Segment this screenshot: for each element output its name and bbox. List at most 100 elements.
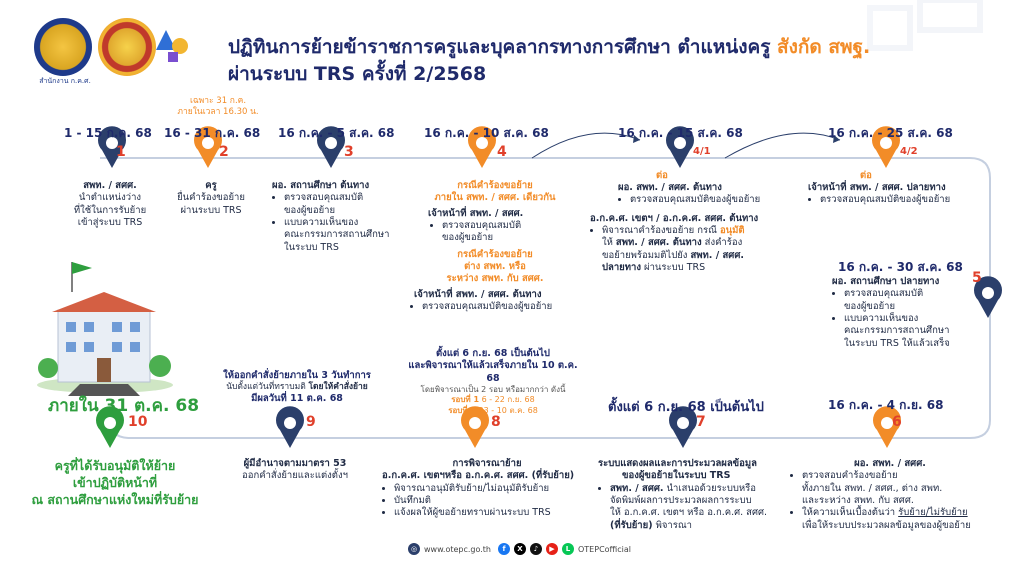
step-4-case1-head: เจ้าหน้าที่ สพท. / สศศ. [428, 207, 524, 219]
step-4-1-item-2-g: ปลายทาง [602, 262, 641, 274]
tiktok-icon[interactable]: ♪ [530, 543, 542, 555]
step-6-item-1: ตรวจสอบคำร้องขอย้าย ทั้งภายใน สพท. / สศศ… [802, 470, 990, 507]
arrow-4-to-4-1 [531, 132, 641, 159]
pin-4-2-icon [872, 126, 900, 168]
step-9-number: 9 [306, 414, 316, 430]
step-8-top: ตั้งแต่ 6 ก.ย. 68 เป็นต้นไป และพิจารณาให… [408, 348, 578, 416]
website-link[interactable]: www.otepc.go.th [424, 544, 491, 554]
step-5-block: ผอ. สถานศึกษา ปลายทาง ตรวจสอบคุณสมบัติ ข… [832, 276, 972, 350]
step-7-head-1: ระบบแสดงผลและการประมวลผลข้อมูล [598, 458, 757, 469]
step-7-date: ตั้งแต่ 6 ก.ย. 68 เป็นต้นไป [608, 400, 764, 415]
step-4-1-item-2-e: ขอย้ายพร้อมมติไปยัง [602, 249, 691, 261]
step-4-case2-l3: ระหว่าง สพท. กับ สศศ. [446, 273, 544, 285]
step-4-1-head-2: อ.ก.ค.ศ. เขตฯ / อ.ก.ค.ศ. สศศ. ต้นทาง [590, 212, 759, 224]
step-2-body: ยื่นคำร้องขอย้าย ผ่านระบบ TRS [177, 192, 245, 216]
step-4-2-head: เจ้าหน้าที่ สพท. / สศศ. ปลายทาง [808, 182, 946, 193]
step-4-case1-l1: กรณีคำร้องขอย้าย [457, 180, 533, 191]
school-illustration-icon [37, 262, 173, 396]
line-icon[interactable]: L [562, 543, 574, 555]
step-10-block: ครูที่ได้รับอนุมัติให้ย้าย เข้าปฏิบัติหน… [20, 458, 210, 509]
step-7-item-1-c: (ที่รับย้าย) [610, 519, 653, 531]
step-9-top-2-a: นับตั้งแต่วันที่ทราบมติ [226, 382, 309, 393]
arrow-4-1-to-4-2 [724, 132, 841, 159]
step-10-line-2: เข้าปฏิบัติหน้าที่ [72, 474, 158, 490]
moe-logo-icon [98, 18, 156, 76]
step-6-item-2-a: ให้ความเห็นเบื้องต้นว่า [802, 507, 899, 519]
step-8-item-3: แจ้งผลให้ผู้ขอย้ายทราบผ่านระบบ TRS [394, 507, 592, 519]
step-8-top-1: ตั้งแต่ 6 ก.ย. 68 เป็นต้นไป [436, 348, 550, 359]
social-handle[interactable]: OTEPCofficial [578, 544, 632, 554]
step-4-date: 16 ก.ค. - 10 ส.ค. 68 [424, 126, 549, 140]
step-4-2-block: เจ้าหน้าที่ สพท. / สศศ. ปลายทาง ตรวจสอบค… [808, 182, 988, 207]
step-3-date: 16 ก.ค. - 5 ส.ค. 68 [278, 126, 395, 140]
step-6-block: ผอ. สพท. / สศศ. ตรวจสอบคำร้องขอย้าย ทั้ง… [790, 458, 990, 532]
step-3-number: 3 [344, 144, 354, 160]
step-4-case2-head: เจ้าหน้าที่ สพท. / สศศ. ต้นทาง [414, 288, 542, 300]
step-2-head: ครู [205, 180, 217, 191]
pin-7-icon [669, 406, 697, 448]
step-2-date: 16 - 31 ก.ค. 68 [164, 126, 261, 140]
step-5-item-2: แบบความเห็นของ คณะกรรมการสถานศึกษา ในระบ… [844, 313, 972, 350]
step-1-body: นำตำแหน่งว่าง ที่ใช้ในการรับย้าย เข้าสู่… [73, 192, 147, 229]
ocsc-logo-icon [34, 18, 92, 76]
step-4-1-item-2-b: ให้ [602, 237, 616, 249]
step-4-2-tag: ต่อ [860, 170, 872, 181]
step-4-1-block: ผอ. สพท. / สศศ. ต้นทาง ตรวจสอบคุณสมบัติข… [590, 182, 780, 274]
step-9-top-3: มีผลวันที่ 11 ต.ค. 68 [251, 393, 343, 405]
step-8-item-1: พิจารณาอนุมัติรับย้าย/ไม่อนุมัติรับย้าย [394, 483, 592, 495]
youtube-icon[interactable]: ▶ [546, 543, 558, 555]
pin-4-icon [468, 126, 497, 168]
decor-shapes [867, 0, 983, 51]
pin-4-1-icon [666, 126, 694, 168]
org-caption: สำนักงาน ก.ค.ศ. [39, 77, 91, 85]
step-3-head: ผอ. สถานศึกษา ต้นทาง [272, 180, 370, 191]
step-4-1-item-2-a: พิจารณาคำร้องขอย้าย กรณี [602, 225, 720, 237]
step-8-number: 8 [491, 414, 501, 430]
step-4-1-tag: ต่อ [656, 170, 668, 181]
step-9-block: ผู้มีอำนาจตามมาตรา 53 ออกคำสั่งย้ายและแต… [220, 458, 370, 483]
step-5-number: 5 [972, 270, 982, 286]
step-5-head: ผอ. สถานศึกษา ปลายทาง [832, 276, 940, 287]
step-4-1-date: 16 ก.ค. - 15 ส.ค. 68 [618, 126, 743, 140]
step-10-line-3: ณ สถานศึกษาแห่งใหม่ที่รับย้าย [31, 491, 199, 507]
step-8-round-1-value: 6 - 22 ก.ย. 68 [481, 395, 535, 405]
step-5-date: 16 ก.ค. - 30 ส.ค. 68 [838, 260, 963, 274]
pin-1-icon [98, 126, 126, 168]
step-7-item-1-b: นำเสนอด้วยระบบหรือ จัดพิมพ์ผลการประมวลผล… [610, 482, 768, 519]
step-2-note-1: เฉพาะ 31 ก.ค. [189, 96, 247, 106]
pin-3-icon [317, 126, 346, 168]
step-6-number: 6 [892, 414, 902, 430]
step-2-number: 2 [219, 144, 229, 160]
step-4-block: กรณีคำร้องขอย้าย ภายใน สพท. / สศศ. เดียว… [410, 180, 580, 313]
step-4-1-item-1: ตรวจสอบคุณสมบัติของผู้ขอย้าย [630, 194, 780, 206]
step-4-2-item-1: ตรวจสอบคุณสมบัติของผู้ขอย้าย [820, 194, 988, 206]
step-8-round-2-value: 23 - 10 ต.ค. 68 [478, 405, 538, 415]
step-8-item-2: บันทึกมติ [394, 495, 592, 507]
step-6-item-2-u: รับย้าย/ไม่รับย้าย [898, 507, 968, 519]
step-4-1-item-2: พิจารณาคำร้องขอย้าย กรณี อนุมัติ ให้ สพท… [602, 225, 780, 274]
pin-2-icon [194, 126, 223, 168]
step-8-head-2: อ.ก.ค.ศ. เขตฯหรือ อ.ก.ค.ศ. สศศ. (ที่รับย… [382, 470, 575, 482]
step-4-case2-l1: กรณีคำร้องขอย้าย [457, 248, 533, 260]
step-8-block: การพิจารณาย้าย อ.ก.ค.ศ. เขตฯหรือ อ.ก.ค.ศ… [382, 458, 592, 520]
step-4-case2-item-1: ตรวจสอบคุณสมบัติของผู้ขอย้าย [422, 301, 580, 313]
pin-9-icon [276, 406, 304, 448]
step-2-note-2: ภายในเวลา 16.30 น. [177, 106, 259, 117]
step-4-1-item-2-f: สพท. / สศศ. [690, 249, 744, 261]
step-4-2-date: 16 ก.ค. - 25 ส.ค. 68 [828, 126, 953, 140]
x-icon[interactable]: X [514, 543, 526, 555]
step-6-item-2-b: เพื่อให้ระบบประมวลผลข้อมูลของผู้ขอย้าย [802, 519, 971, 531]
facebook-icon[interactable]: f [498, 543, 510, 555]
step-7-number: 7 [696, 414, 706, 430]
step-3-item-1: ตรวจสอบคุณสมบัติ ของผู้ขอย้าย [284, 192, 402, 217]
step-8-head-1: การพิจารณาย้าย [452, 458, 522, 469]
step-4-case1-l2: ภายใน สพท. / สศศ. เดียวกัน [434, 192, 556, 204]
step-7-item-1: สพท. / สศศ. นำเสนอด้วยระบบหรือ จัดพิมพ์ผ… [610, 483, 788, 532]
step-4-1-approve: อนุมัติ [719, 225, 745, 237]
step-4-number: 4 [497, 144, 507, 160]
step-1-date: 1 - 15 ก.ค. 68 [64, 126, 152, 140]
step-9-top: ให้ออกคำสั่งย้ายภายใน 3 วันทำการ นับตั้ง… [212, 370, 382, 406]
step-4-1-number: 4/1 [693, 146, 711, 157]
step-9-top-2-b: โดยให้คำสั่งย้าย [308, 382, 368, 393]
